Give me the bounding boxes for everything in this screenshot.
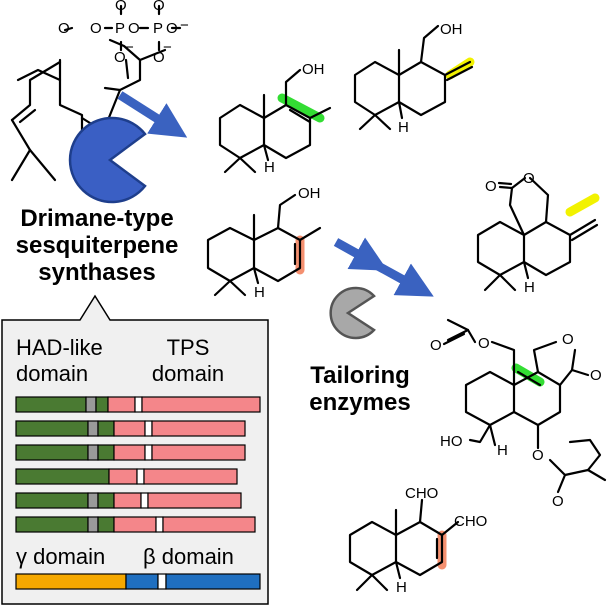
atom-label: OH [302,61,325,78]
atom-label: O [90,20,102,37]
atom-label: − [163,39,172,56]
enzyme-class-label: Drimane-type [20,205,173,232]
pacman-icon [329,286,376,340]
domain-bar [15,468,238,485]
atom-label: H [497,442,508,459]
pacman-icon [68,116,147,204]
domain-bar [15,516,256,533]
reaction-arrow-icon [375,262,434,297]
atom-label: O [153,0,165,14]
atom-label: O [590,367,602,384]
atom-label: O [552,493,564,510]
tailored-product-structure: O O O O HO H O O [430,318,607,510]
enzyme-class-label: synthases [38,259,155,286]
domain-architecture-panel: HAD-like domain TPS domain [1,294,269,605]
had-domain-label: HAD-like [16,335,103,360]
beta-domain-label: β domain [143,544,234,569]
atom-label: O [485,178,497,195]
domain-bar-gamma-beta [15,573,261,590]
enzyme-class-label: sesquiterpene [16,232,179,259]
atom-label: OH [440,21,463,38]
domain-bar [15,444,246,461]
tailoring-label: Tailoring [310,362,410,389]
atom-label: O [166,20,178,37]
drimenol-isomer-structure: OH H [353,21,475,136]
gamma-domain-label: γ domain [16,544,105,569]
drimenol-structure: OH H [218,61,332,176]
atom-label: O [430,337,442,354]
atom-label: OH [298,185,321,202]
tps-domain-label: domain [152,361,224,386]
atom-label: O [478,335,490,352]
had-domain-label: domain [16,361,88,386]
atom-label: HO [440,433,463,450]
atom-label: P [115,20,125,37]
atom-label: − [125,39,134,56]
atom-label: H [264,159,275,176]
atom-label: H [396,579,407,596]
farnesyl-pyrophosphate-structure: O O P O P O − O O O O − − [10,0,189,182]
atom-label: H [254,284,265,301]
atom-label: O [114,49,126,66]
drim-8-ene-structure: OH H [206,185,322,301]
reaction-arrow-icon [117,91,188,138]
atom-label: O [153,49,165,66]
atom-label: CHO [405,485,438,502]
domain-bar [15,492,242,509]
lactone-structure: O O H [476,170,600,296]
reaction-arrow-icon [333,237,388,271]
dialdehyde-structure: CHO CHO H [348,485,487,596]
domain-bar [15,396,261,413]
atom-label: O [562,331,574,348]
atom-label: H [398,119,409,136]
atom-label: − [180,17,189,34]
domain-bar [15,420,246,437]
atom-label: CHO [454,513,487,530]
tailoring-label: enzymes [309,389,410,416]
atom-label: O [523,170,535,187]
atom-label: O [115,0,127,14]
atom-label: O [58,20,70,37]
atom-label: O [532,447,544,464]
atom-label: O [128,20,140,37]
tps-domain-label: TPS [167,335,210,360]
atom-label: P [153,20,163,37]
atom-label: H [524,279,535,296]
